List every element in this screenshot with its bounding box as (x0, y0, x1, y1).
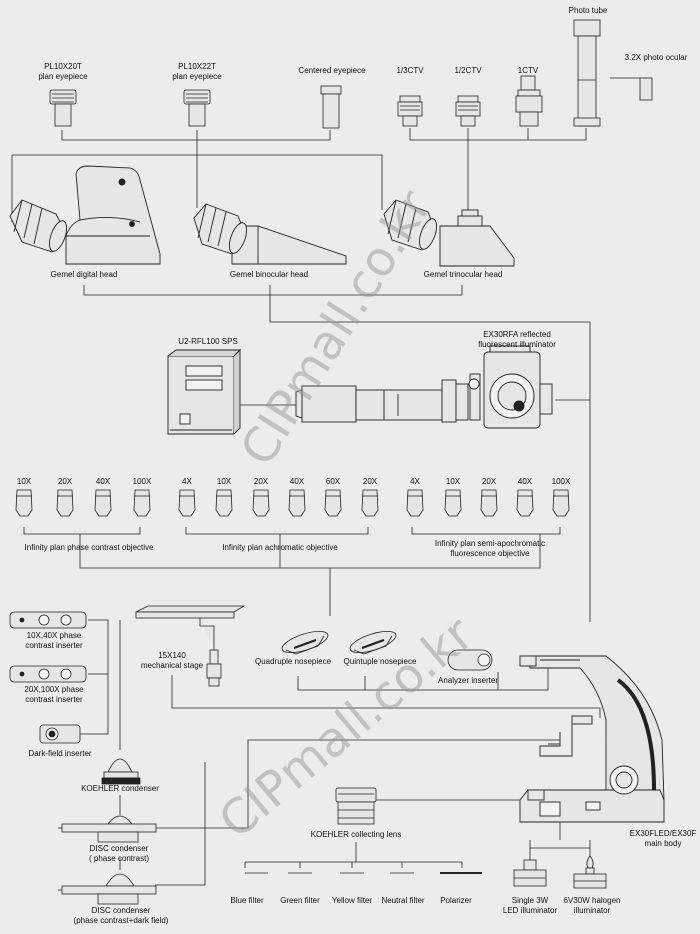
analyzer-inserter-part (447, 649, 493, 671)
label-ctv-12: 1/2CTV (454, 66, 482, 75)
power-supply-part (167, 348, 242, 435)
label-photo-tube: Photo tube (568, 6, 608, 15)
label-obj-apo-10x: 10X (445, 477, 461, 486)
pl10x20t-eyepiece-part (49, 89, 77, 127)
connector-objectives (23, 527, 561, 616)
mechanical-stage-part (135, 605, 246, 687)
label-disc-condenser-2: DISC condenser(phase contrast+dark field… (73, 906, 169, 925)
label-phase-objective: Infinity plan phase contrast objective (24, 543, 154, 552)
koehler-condenser-part (101, 758, 141, 785)
label-obj-apo-100x: 100X (551, 477, 571, 486)
label-analyzer-inserter: Analyzer inserter (437, 676, 499, 685)
centered-eyepiece-part (320, 85, 342, 129)
phase-inserter-1-part (9, 611, 87, 629)
label-yellow-filter: Yellow filter (331, 896, 373, 905)
label-darkfield-inserter: Dark-field inserter (28, 749, 92, 758)
digital-head-part (9, 165, 161, 265)
label-obj-achro-20x: 20X (253, 477, 269, 486)
objectives-semi-apo-part (406, 489, 570, 517)
label-neutral-filter: Neutral filter (381, 896, 425, 905)
collecting-lens-part (335, 787, 377, 825)
label-obj-achro-40x: 40X (289, 477, 305, 486)
label-obj-apo-20x: 20X (481, 477, 497, 486)
ctv-1-part (515, 75, 543, 127)
objectives-achromatic-part (178, 489, 379, 517)
label-obj-phase-100x: 100X (132, 477, 152, 486)
label-ctv-1: 1CTV (517, 66, 539, 75)
connector-ctv (409, 128, 587, 210)
label-obj-phase-40x: 40X (95, 477, 111, 486)
photo-tube-part (573, 19, 601, 127)
label-obj-achro-10x: 10X (216, 477, 232, 486)
darkfield-inserter-part (39, 724, 81, 744)
label-digital-head: Gemel digital head (50, 270, 118, 279)
photo-ocular-part (610, 77, 653, 101)
quintuple-nosepiece-part (349, 630, 397, 655)
label-power-supply: U2-RFL100 SPS (178, 337, 238, 346)
connector-heads (83, 285, 591, 622)
label-obj-achro-4x: 4X (182, 477, 192, 486)
label-green-filter: Green filter (280, 896, 320, 905)
led-illuminator-part (513, 859, 547, 887)
fluorescent-illuminator-part (295, 345, 553, 429)
label-obj-phase-20x: 20X (57, 477, 73, 486)
quadruple-nosepiece-part (281, 630, 329, 655)
ctv-13-part (397, 95, 423, 127)
disc-condenser-1-part (58, 815, 157, 843)
binocular-head-part (193, 203, 347, 265)
label-collecting-lens: KOEHLER collecting lens (310, 830, 402, 839)
pl10x22t-eyepiece-part (183, 89, 211, 127)
main-body-part (519, 655, 665, 823)
label-blue-filter: Blue filter (230, 896, 264, 905)
label-trinocular-head: Gemel trinocular head (423, 270, 503, 279)
trinocular-head-part (383, 199, 515, 267)
label-photo-ocular: 3.2X photo ocular (624, 53, 688, 62)
label-achromatic-objective: Infinity plan achromatic objective (222, 543, 338, 552)
ctv-12-part (455, 95, 481, 127)
label-obj-apo-4x: 4X (410, 477, 420, 486)
label-disc-condenser-1: DISC condenser( phase contrast) (88, 844, 150, 863)
halogen-illuminator-part (573, 855, 607, 889)
label-quintuple-nosepiece: Quintuple nosepiece (343, 657, 417, 666)
connector-condensers (80, 619, 560, 886)
connector-stage (171, 668, 601, 718)
connector-eyepieces (11, 130, 383, 222)
phase-inserter-2-part (9, 665, 87, 683)
label-obj-apo-40x: 40X (517, 477, 533, 486)
label-binocular-head: Gemel binocular head (229, 270, 309, 279)
label-obj-achro-60x: 60X (325, 477, 341, 486)
disc-condenser-2-part (58, 873, 157, 905)
label-obj-achro-20x-b: 20X (362, 477, 378, 486)
label-koehler-condenser: KOEHLER condenser (81, 784, 159, 793)
objectives-phase-part (15, 489, 151, 517)
label-obj-phase-10x: 10X (16, 477, 32, 486)
label-centered-eyepiece: Centered eyepiece (298, 66, 366, 75)
label-polarizer: Polarizer (440, 896, 472, 905)
label-quadruple-nosepiece: Quadruple nosepiece (254, 657, 332, 666)
label-ctv-13: 1/3CTV (396, 66, 424, 75)
